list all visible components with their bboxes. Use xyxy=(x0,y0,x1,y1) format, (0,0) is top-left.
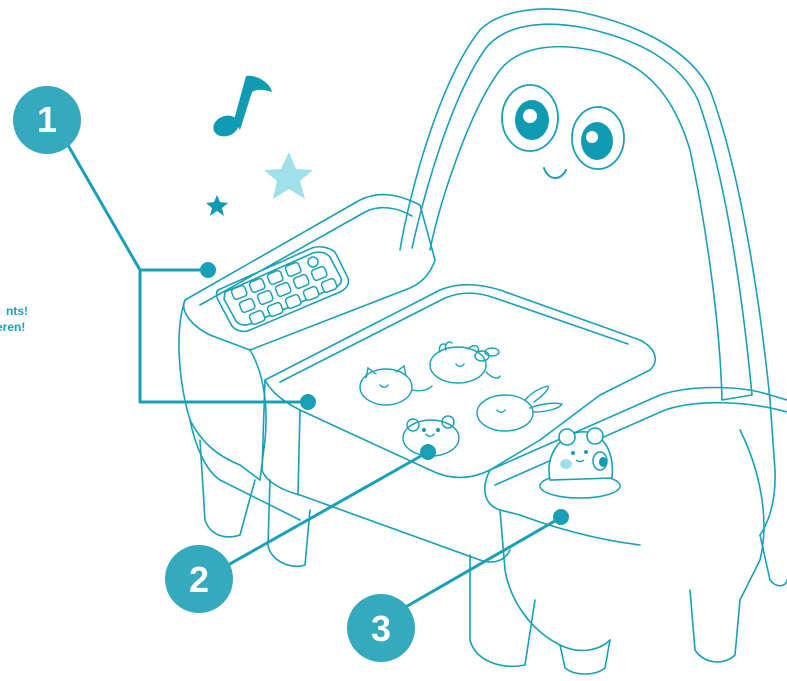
callout-number-1: 1 xyxy=(37,99,57,140)
large-star-icon xyxy=(264,152,313,199)
callout-number-2: 2 xyxy=(189,559,209,600)
callout-badge-3: 3 xyxy=(347,594,415,662)
small-star-icon xyxy=(206,195,228,216)
callout-badge-1: 1 xyxy=(13,86,81,154)
side-text-line-2: eren! xyxy=(0,319,25,335)
animal-buttons xyxy=(360,342,562,456)
callout-number-3: 3 xyxy=(371,608,391,649)
rabbit-button xyxy=(477,386,562,431)
callout-lines xyxy=(65,140,560,620)
chair-face xyxy=(502,85,624,178)
cat-button xyxy=(360,366,432,405)
music-note-icon xyxy=(210,76,272,140)
callout-badge-2: 2 xyxy=(165,545,233,613)
side-text-line-1: nts! xyxy=(6,303,28,319)
bear-figure xyxy=(540,428,620,498)
chair-outline xyxy=(179,9,787,674)
callout-dots xyxy=(200,262,569,525)
left-eye xyxy=(502,85,558,151)
smile xyxy=(544,168,566,178)
right-eye xyxy=(572,107,624,169)
bug-button xyxy=(430,342,500,383)
